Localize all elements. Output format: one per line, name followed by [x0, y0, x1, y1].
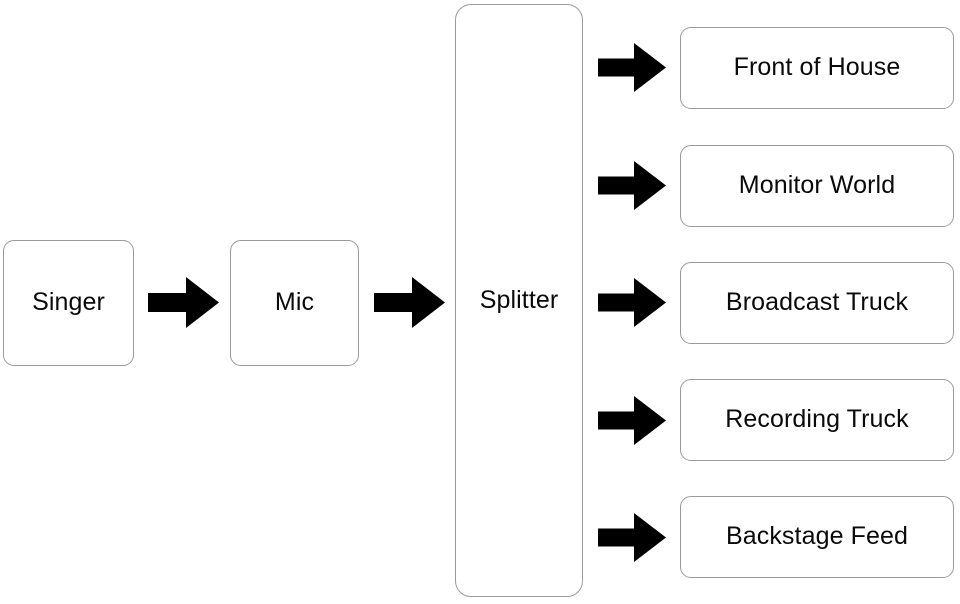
- arrow-mic-to-splitter: [374, 277, 445, 328]
- node-mic[interactable]: Mic: [230, 240, 359, 366]
- node-broadcast-truck-label: Broadcast Truck: [725, 288, 909, 317]
- node-monitor-world-label: Monitor World: [738, 171, 896, 200]
- node-splitter-label: Splitter: [479, 285, 559, 314]
- node-recording-truck-label: Recording Truck: [725, 405, 909, 434]
- node-broadcast-truck[interactable]: Broadcast Truck: [680, 262, 954, 344]
- node-backstage-feed-label: Backstage Feed: [725, 522, 909, 551]
- arrow-splitter-to-backstage-feed: [598, 513, 666, 562]
- node-front-of-house-label: Front of House: [733, 53, 901, 82]
- arrow-splitter-to-recording-truck: [598, 396, 666, 445]
- node-backstage-feed[interactable]: Backstage Feed: [680, 496, 954, 578]
- node-singer-label: Singer: [32, 288, 105, 317]
- arrow-splitter-to-monitor-world: [598, 161, 666, 210]
- node-singer[interactable]: Singer: [3, 240, 134, 366]
- node-recording-truck[interactable]: Recording Truck: [680, 379, 954, 461]
- arrow-splitter-to-front-of-house: [598, 43, 666, 92]
- node-monitor-world[interactable]: Monitor World: [680, 145, 954, 227]
- node-front-of-house[interactable]: Front of House: [680, 27, 954, 109]
- node-mic-label: Mic: [274, 288, 315, 317]
- arrow-singer-to-mic: [148, 277, 219, 328]
- node-splitter[interactable]: Splitter: [455, 4, 583, 597]
- arrow-splitter-to-broadcast-truck: [598, 278, 666, 327]
